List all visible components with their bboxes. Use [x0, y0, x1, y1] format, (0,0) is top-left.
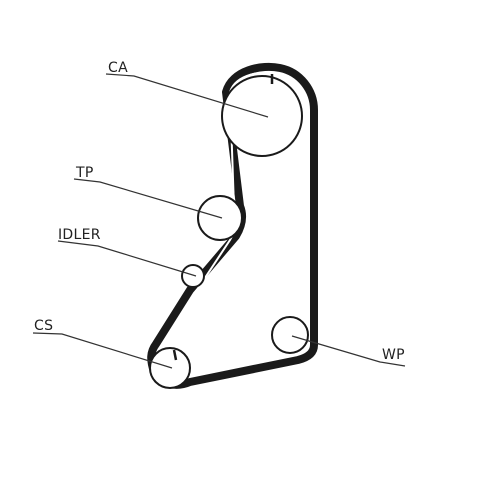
- label-tp: TP: [75, 165, 94, 181]
- leader-tp: [73, 178, 223, 219]
- pulley-ca: [221, 74, 303, 157]
- label-idler: IDLER: [58, 227, 101, 243]
- leader-wp: [291, 335, 406, 367]
- leader-idler: [57, 240, 197, 277]
- cs-timing-mark: [172, 349, 178, 361]
- label-cs: CS: [34, 318, 53, 334]
- pulley-idler: [181, 264, 205, 288]
- belt-outline: [147, 62, 318, 389]
- pulley-wp: [271, 316, 309, 354]
- label-wp: WP: [382, 347, 405, 363]
- label-ca: CA: [108, 60, 128, 76]
- belt-inner-line: [156, 71, 309, 380]
- leader-lines: [32, 73, 406, 369]
- timing-belt: [147, 62, 318, 389]
- leader-ca: [105, 73, 269, 118]
- leader-cs: [32, 332, 173, 369]
